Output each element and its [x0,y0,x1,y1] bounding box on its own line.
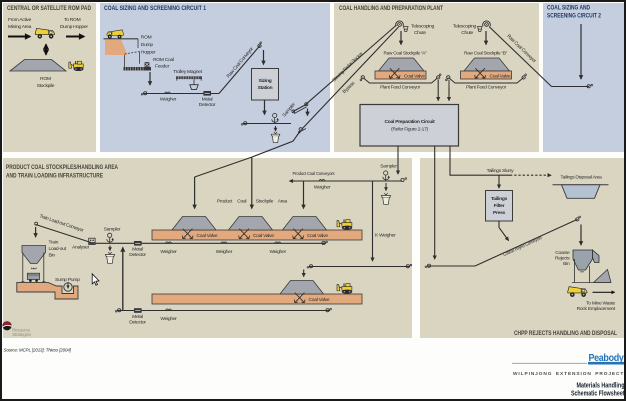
svg-text:Metal: Metal [132,247,143,253]
svg-text:Stockpile: Stockpile [37,83,55,89]
svg-text:Coal Valve: Coal Valve [307,233,328,239]
svg-text:CHPP REJECTS HANDLING AND DISP: CHPP REJECTS HANDLING AND DISPOSAL [514,330,617,337]
svg-text:Station: Station [258,85,273,91]
svg-text:Peabody: Peabody [589,353,625,364]
svg-text:To ROM: To ROM [64,17,81,23]
svg-text:Analyser: Analyser [72,245,90,251]
svg-text:COAL SIZING AND SCREENING CIRC: COAL SIZING AND SCREENING CIRCUIT 1 [104,5,206,12]
svg-text:Telescoping: Telescoping [453,24,477,30]
svg-text:CENTRAL OR SATELLITE ROM PAD: CENTRAL OR SATELLITE ROM PAD [7,5,91,12]
svg-text:Sampler: Sampler [104,227,121,233]
svg-text:ROM Coal: ROM Coal [153,57,174,63]
svg-text:Chute: Chute [414,30,426,36]
svg-text:Raw Coal Stockpile “A”: Raw Coal Stockpile “A” [384,51,428,57]
svg-text:Rock Emplacement: Rock Emplacement [577,306,616,312]
svg-text:ROM: ROM [40,76,51,82]
svg-text:COAL SIZING AND: COAL SIZING AND [547,5,590,12]
svg-text:Schematic Flowsheet: Schematic Flowsheet [571,391,625,398]
svg-text:To Mine Waste: To Mine Waste [586,300,615,306]
svg-text:Coal Valve: Coal Valve [404,73,425,79]
svg-text:Sump Pump: Sump Pump [55,277,80,283]
svg-text:Weigher: Weigher [270,249,287,255]
svg-text:Hopper: Hopper [141,50,156,56]
svg-text:Sizing: Sizing [259,78,272,84]
svg-text:(Refer Figure 2-17): (Refer Figure 2-17) [391,127,428,133]
svg-text:Raw Coal Stockpile “B”: Raw Coal Stockpile “B” [464,51,508,57]
svg-text:Filter: Filter [494,203,505,209]
svg-text:Feeder: Feeder [155,64,170,70]
svg-text:Weigher: Weigher [314,185,331,191]
svg-text:Coal Preparation Circuit: Coal Preparation Circuit [385,119,436,125]
svg-text:Bin: Bin [563,261,570,267]
svg-text:PRODUCT COAL STOCKPILES/HANDLI: PRODUCT COAL STOCKPILES/HANDLING AREA [6,164,118,171]
svg-text:Area: Area [278,199,288,205]
svg-text:Weigher: Weigher [160,316,177,322]
svg-text:Weigher: Weigher [160,249,177,255]
svg-text:Train: Train [49,240,59,246]
svg-text:K Weigher: K Weigher [375,233,396,239]
svg-text:ROM: ROM [141,35,152,41]
svg-text:Mining Area: Mining Area [8,24,32,30]
svg-text:Coarse: Coarse [555,250,570,256]
svg-text:Weigher: Weigher [160,97,177,103]
svg-text:Tailings Disposal Area: Tailings Disposal Area [561,175,603,181]
svg-text:Plant Feed Conveyor: Plant Feed Conveyor [466,85,507,91]
svg-text:Trolley Magnet: Trolley Magnet [173,69,203,75]
svg-text:Coal Valve: Coal Valve [490,73,511,79]
svg-text:Rejects: Rejects [555,255,570,261]
svg-text:From Active: From Active [8,17,32,23]
svg-text:Strategies: Strategies [12,332,32,337]
svg-text:Coal Valve: Coal Valve [197,233,218,239]
svg-text:Dump Hopper: Dump Hopper [60,24,88,30]
svg-text:Materials Handling: Materials Handling [577,382,625,389]
svg-text:Sampler: Sampler [380,164,397,170]
svg-text:Detector: Detector [129,252,146,258]
svg-text:Coal Valve: Coal Valve [309,297,330,303]
svg-text:Product Coal Conveyors: Product Coal Conveyors [293,171,336,177]
svg-text:Load-out: Load-out [49,246,67,252]
svg-text:Weigher: Weigher [216,249,233,255]
svg-text:COAL HANDLING AND PREPARATION: COAL HANDLING AND PREPARATION PLANT [339,5,443,12]
svg-text:Detector: Detector [129,319,146,325]
svg-text:Stockpile: Stockpile [256,199,274,205]
svg-text:Coal Valve: Coal Valve [253,233,274,239]
svg-text:Resource: Resource [12,328,31,333]
svg-text:Source: MCPL [2013]; Thiess [: Source: MCPL [2013]; Thiess [2004] [4,348,72,353]
svg-text:Metal: Metal [202,97,213,103]
svg-text:SCREENING CIRCUIT 2: SCREENING CIRCUIT 2 [547,13,601,20]
svg-text:Telescoping: Telescoping [411,24,435,30]
svg-text:AND TRAIN LOADING INFRASTRUCTU: AND TRAIN LOADING INFRASTRUCTURE [6,173,104,180]
svg-text:Dump: Dump [141,42,154,48]
svg-text:Plant Feed Conveyor: Plant Feed Conveyor [380,85,421,91]
svg-text:Detector: Detector [199,102,216,108]
svg-text:Metal: Metal [132,314,143,320]
svg-text:Chute: Chute [461,30,473,36]
svg-text:Tailings: Tailings [491,196,508,202]
svg-text:Tailings Slurry: Tailings Slurry [487,168,514,174]
svg-text:Press: Press [493,210,506,216]
svg-text:Product: Product [217,199,233,205]
svg-text:Coal: Coal [237,199,246,205]
svg-text:WILPINJONG EXTENSION PROJECT: WILPINJONG EXTENSION PROJECT [513,371,624,377]
svg-text:Bin: Bin [49,252,56,258]
